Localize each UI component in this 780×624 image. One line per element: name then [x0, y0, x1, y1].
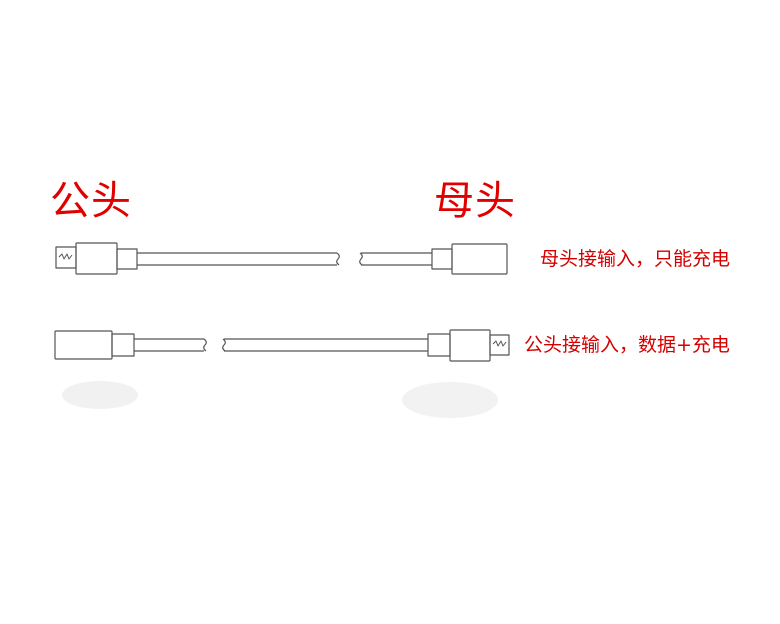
plug-overmold [75, 242, 118, 275]
female-receptacle-icon [54, 330, 113, 360]
cable-row-2 [54, 329, 510, 362]
micro-usb-plug-icon [55, 246, 77, 269]
female-head-label: 母头 [434, 178, 516, 224]
female-receptacle-icon [451, 243, 508, 275]
micro-usb-plug-icon [489, 334, 510, 356]
cable-row-1 [55, 242, 508, 275]
male-head-label: 公头 [50, 178, 132, 224]
row-2-description: 公头接输入，数据+充电 [524, 334, 730, 356]
faint-watermark [62, 381, 498, 418]
row-1-description: 母头接输入，只能充电 [540, 248, 731, 270]
plug-overmold [449, 329, 491, 362]
